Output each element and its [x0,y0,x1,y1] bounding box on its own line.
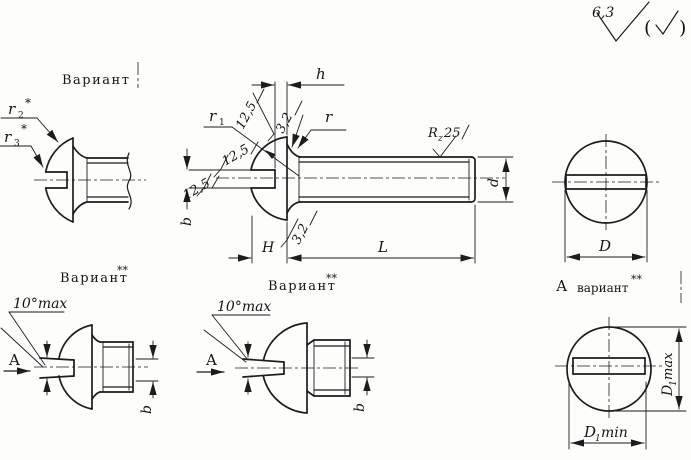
dim-b-variant3: b [351,339,375,412]
label-r2: r 2 * [0,96,59,143]
view-a-title: вариант [577,281,629,295]
screw-side-view-variant3 [235,322,360,414]
dim-H-L: H L [228,204,476,264]
variant-stars: ** [326,272,338,285]
dim-b-label: b [352,403,368,412]
r2-base: r [8,100,16,118]
variant-title: Вариант [268,279,336,294]
dim-d: d [477,156,514,203]
dim-d1max: D 1 max [613,326,687,412]
roughness-12-5-slot-upper: 12,5 [213,141,259,178]
dim-d1min: D 1 min [568,379,647,450]
roughness-value: 12,5 [220,142,253,169]
roughness-12-5-slot-lower: 12,5 [181,173,220,203]
roughness-12-5-top: 12,5 [233,88,275,142]
roughness-check-small-icon [655,10,679,36]
view-a: А вариант ** D 1 max D 1 min [555,271,687,450]
view-a-stars: ** [631,273,643,286]
variant-bottom-middle: Вариант ** 10°max A [196,272,375,414]
dim-b-label: b [139,405,155,414]
dim-H-label: H [261,240,275,256]
variant-bottom-left: Вариант ** 10°max A [0,264,159,414]
screw-side-view-variant2 [34,324,148,410]
view-label: A [8,351,20,369]
dim-b-label: b [179,217,195,226]
dim-L-label: L [377,238,388,256]
angle-label: 10°max [13,296,67,312]
variant-title: Вариант [60,271,128,286]
label-r1-head-radius: r 1 [203,107,300,177]
r2-star: * [25,96,31,110]
main-view: h 12,5 3,2 r r 1 [179,65,514,264]
head-front-view: D [552,134,660,263]
angle-label: 10°max [217,299,271,315]
r3-sub: 3 [14,139,20,149]
screw-side-view-variant1 [34,137,146,223]
rz-base: R [427,126,438,141]
surface-finish-value: 6,3 [592,5,614,21]
roughness-3-2-top: 3,2 [273,100,304,148]
roughness-rz25: R z 25 [427,124,470,158]
r3-base: r [4,128,12,146]
dim-b-variant2: b [135,340,159,414]
variant-stars: ** [117,264,129,277]
r2-sub: 2 [18,111,24,121]
r1-sub: 1 [219,118,225,128]
break-line [126,152,132,210]
view-arrow-A: A [3,351,31,375]
r3-star: * [21,122,27,136]
view-a-prefix: А [556,277,568,295]
roughness-check-icon [596,1,650,42]
d1max-suffix: max [661,352,676,380]
paren-close: ) [679,17,686,39]
d1min-suffix: min [601,425,628,441]
paren-open: ( [644,17,651,39]
label-r-fillet: r [297,108,347,149]
dim-r-label: r [325,108,333,126]
d1max-sub: 1 [669,380,679,386]
angle-10max: 10°max [203,299,271,363]
dim-d-label: d [486,178,502,187]
label-r3: r 3 * [0,122,44,168]
dim-D: D [564,189,648,263]
dim-b-main: b [179,148,251,226]
r1-base: r [209,107,217,125]
view-label: A [205,351,217,369]
rz-sub: z [437,134,443,144]
variant-top-left: Вариант r 2 * r 3 * [0,62,146,223]
roughness-value: 3,2 [289,222,312,247]
roughness-value: 12,5 [233,99,260,132]
d1min-sub: 1 [595,434,601,444]
dim-h: h [251,65,345,169]
surface-finish-note: 6,3 ( ) [592,1,686,42]
d1min-base: D [583,423,596,441]
roughness-value: 3,2 [273,111,296,136]
dim-h-label: h [316,65,326,83]
rz-value: 25 [443,126,461,141]
angle-10max: 10°max [0,296,67,368]
dim-D-label: D [598,237,611,255]
variant-title: Вариант [62,73,130,88]
view-arrow-A: A [196,351,225,376]
d1max-base: D [660,385,676,397]
